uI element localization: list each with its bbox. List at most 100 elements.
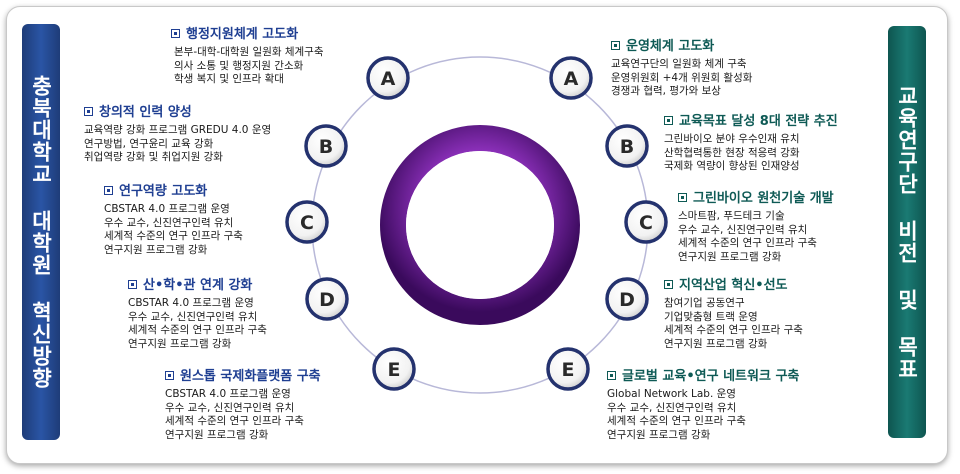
square-bullet-icon <box>165 371 174 380</box>
section-line: 연구지원 프로그램 강화 <box>678 250 782 263</box>
section-line: CBSTAR 4.0 프로그램 운영 <box>128 297 254 309</box>
node-letter: A <box>381 68 396 90</box>
left-section-a: 행정지원체계 고도화 본부-대학-대학원 일원화 체계구축 의사 소통 및 행정… <box>171 26 324 87</box>
section-title: 지역산업 혁신•선도 <box>664 277 803 294</box>
node-letter: C <box>639 212 653 234</box>
center-text: 대학원 혁신 방향과 교육 연구단 비전 및 목표 정합성 <box>410 168 550 256</box>
section-title: 그린바이오 원천기술 개발 <box>678 190 834 207</box>
square-bullet-icon <box>128 280 137 289</box>
section-line: CBSTAR 4.0 프로그램 운영 <box>104 203 230 215</box>
node-letter: E <box>562 359 575 381</box>
section-title: 글로벌 교육•연구 네트워크 구축 <box>607 368 799 385</box>
section-line: 본부-대학-대학원 일원화 체계구축 <box>174 46 324 58</box>
section-line: Global Network Lab. 운영 <box>607 388 736 400</box>
left-banner: 충북대학교 대학원 혁신방향 <box>22 24 60 440</box>
section-title: 연구역량 고도화 <box>104 183 243 200</box>
section-line: 연구지원 프로그램 강화 <box>165 428 269 441</box>
section-line: 세계적 수준의 연구 인프라 구축 <box>678 237 817 249</box>
center-line: 목표 정합성 <box>441 236 519 254</box>
section-line: 우수 교수, 신진연구인력 유치 <box>678 223 808 236</box>
node-left-c: C <box>285 200 329 244</box>
section-line: 학생 복지 및 인프라 확대 <box>174 73 284 85</box>
square-bullet-icon <box>104 186 113 195</box>
section-line: 세계적 수준의 연구 인프라 구축 <box>607 415 746 427</box>
right-section-b: 교육목표 달성 8대 전략 추진 그린바이오 분야 우수인재 유치 산학협력통한… <box>664 113 838 174</box>
node-circle <box>305 277 349 321</box>
center-line: 대학원 혁신 <box>441 170 519 188</box>
section-line: 연구지원 프로그램 강화 <box>128 337 232 350</box>
square-bullet-icon <box>607 371 616 380</box>
section-line: 우수 교수, 신진연구인력 유치 <box>607 401 737 414</box>
node-letter: D <box>319 289 335 311</box>
section-line: 스마트팜, 푸드테크 기술 <box>678 210 785 222</box>
center-line: 연구단 비전 및 <box>431 214 529 232</box>
section-line: 세계적 수준의 연구 인프라 구축 <box>664 324 803 336</box>
node-circle <box>546 347 590 391</box>
node-right-a: A <box>549 56 593 100</box>
section-line: 산학협력통한 현장 적응력 강화 <box>664 146 800 159</box>
node-letter: E <box>388 359 401 381</box>
node-circle <box>605 124 649 168</box>
section-line: 우수 교수, 신진연구인력 유치 <box>128 310 258 323</box>
node-circle <box>285 200 329 244</box>
node-left-b: B <box>304 124 348 168</box>
square-bullet-icon <box>611 41 620 50</box>
node-letter: A <box>564 68 579 90</box>
right-section-c: 그린바이오 원천기술 개발 스마트팜, 푸드테크 기술 우수 교수, 신진연구인… <box>678 190 834 264</box>
square-bullet-icon <box>84 107 93 116</box>
left-section-e: 원스톱 국제화플랫폼 구축 CBSTAR 4.0 프로그램 운영 우수 교수, … <box>165 368 321 442</box>
section-title: 행정지원체계 고도화 <box>171 26 324 43</box>
node-left-a: A <box>366 56 410 100</box>
right-banner: 교육연구단 비전 및 목표 <box>888 26 926 438</box>
right-section-a: 운영체계 고도화 교육연구단의 일원화 체계 구축 운영위원회 +4개 위원회 … <box>611 38 752 99</box>
node-right-c: C <box>624 200 668 244</box>
section-line: 연구지원 프로그램 강화 <box>607 428 711 441</box>
center-disc <box>406 151 554 299</box>
node-left-d: D <box>305 277 349 321</box>
section-line: 우수 교수, 신진연구인력 유치 <box>165 401 295 414</box>
section-title: 원스톱 국제화플랫폼 구축 <box>165 368 321 385</box>
node-letter: D <box>619 289 635 311</box>
node-right-d: D <box>605 277 649 321</box>
node-circle <box>366 56 410 100</box>
section-line: 그린바이오 분야 우수인재 유치 <box>664 133 800 145</box>
node-circle <box>605 277 649 321</box>
section-title: 창의적 인력 양성 <box>84 104 271 121</box>
section-line: 의사 소통 및 행정지원 간소화 <box>174 59 304 72</box>
section-line: 세계적 수준의 연구 인프라 구축 <box>165 415 304 427</box>
section-line: CBSTAR 4.0 프로그램 운영 <box>165 388 291 400</box>
section-title: 운영체계 고도화 <box>611 38 752 55</box>
section-title: 산•학•관 연계 강화 <box>128 277 267 294</box>
node-letter: B <box>620 136 634 158</box>
square-bullet-icon <box>678 193 687 202</box>
node-circle <box>304 124 348 168</box>
right-section-d: 지역산업 혁신•선도 참여기업 공동연구 기업맞춤형 트랙 운영 세계적 수준의… <box>664 277 803 351</box>
right-section-e: 글로벌 교육•연구 네트워크 구축 Global Network Lab. 운영… <box>607 368 799 442</box>
left-section-d: 산•학•관 연계 강화 CBSTAR 4.0 프로그램 운영 우수 교수, 신진… <box>128 277 267 351</box>
section-line: 취업역량 강화 및 취업지원 강화 <box>84 151 223 163</box>
left-section-c: 연구역량 고도화 CBSTAR 4.0 프로그램 운영 우수 교수, 신진연구인… <box>104 183 243 257</box>
section-line: 기업맞춤형 트랙 운영 <box>664 310 758 323</box>
section-line: 국제화 역량이 향상된 인재양성 <box>664 160 800 172</box>
node-right-b: B <box>605 124 649 168</box>
node-letter: C <box>300 212 314 234</box>
center-ring <box>380 125 580 325</box>
section-line: 연구방법, 연구윤리 교육 강화 <box>84 137 214 150</box>
section-line: 교육연구단의 일원화 체계 구축 <box>611 58 747 70</box>
section-line: 우수 교수, 신진연구인력 유치 <box>104 216 234 229</box>
node-circle <box>624 200 668 244</box>
section-line: 연구지원 프로그램 강화 <box>664 337 768 350</box>
square-bullet-icon <box>664 116 673 125</box>
center-line: 방향과 교육 <box>441 192 519 210</box>
section-title: 교육목표 달성 8대 전략 추진 <box>664 113 838 130</box>
square-bullet-icon <box>171 29 180 38</box>
left-section-b: 창의적 인력 양성 교육역량 강화 프로그램 GREDU 4.0 운영 연구방법… <box>84 104 271 165</box>
node-circle <box>549 56 593 100</box>
section-line: 운영위원회 +4개 위원회 활성화 <box>611 71 753 84</box>
section-line: 경쟁과 협력, 평가와 보상 <box>611 85 721 97</box>
square-bullet-icon <box>664 280 673 289</box>
section-line: 세계적 수준의 연구 인프라 구축 <box>128 324 267 336</box>
section-line: 연구지원 프로그램 강화 <box>104 243 208 256</box>
section-line: 참여기업 공동연구 <box>664 297 745 309</box>
